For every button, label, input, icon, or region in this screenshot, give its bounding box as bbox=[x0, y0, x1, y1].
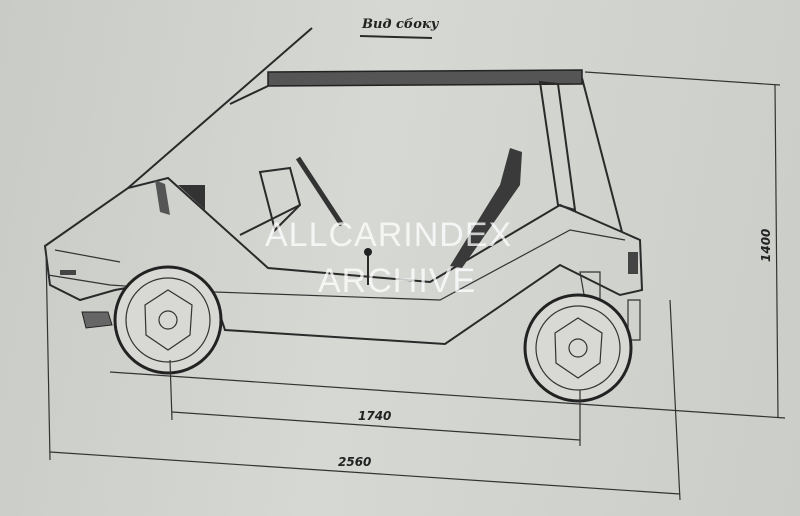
rear-wheel bbox=[523, 293, 633, 403]
seat bbox=[450, 148, 522, 268]
steering-wheel bbox=[295, 156, 345, 227]
svg-text:ALLCARINDEX: ALLCARINDEX bbox=[265, 216, 512, 254]
roof-front bbox=[229, 85, 269, 105]
mirror-icon bbox=[155, 180, 170, 215]
svg-text:ARCHIVE: ARCHIVE bbox=[318, 262, 476, 300]
front-bumper bbox=[81, 311, 113, 329]
body-outline bbox=[43, 176, 644, 346]
front-wheel bbox=[113, 265, 223, 375]
title-underline bbox=[359, 35, 433, 39]
wheelbase-label: 1740 bbox=[358, 409, 391, 423]
drawing-title: Вид сбоку bbox=[361, 17, 440, 32]
overall-length-label: 2560 bbox=[338, 455, 371, 469]
gear-knob bbox=[364, 248, 372, 256]
windshield-line bbox=[127, 27, 313, 189]
rear-pillar bbox=[538, 80, 577, 212]
roof-bar bbox=[267, 69, 583, 87]
steering-column bbox=[239, 204, 301, 236]
pedal-box bbox=[258, 166, 302, 232]
rear-window-line bbox=[581, 77, 623, 233]
rear-light bbox=[628, 252, 638, 274]
body-crease bbox=[47, 229, 626, 301]
front-light bbox=[60, 270, 76, 275]
car-body bbox=[43, 27, 644, 346]
front-panel-line bbox=[54, 249, 121, 263]
watermark: ALLCARINDEX ARCHIVE bbox=[265, 216, 512, 300]
height-label: 1400 bbox=[759, 229, 773, 262]
dimension-lines: 1740 2560 1400 bbox=[45, 71, 786, 501]
dashboard bbox=[178, 185, 205, 210]
